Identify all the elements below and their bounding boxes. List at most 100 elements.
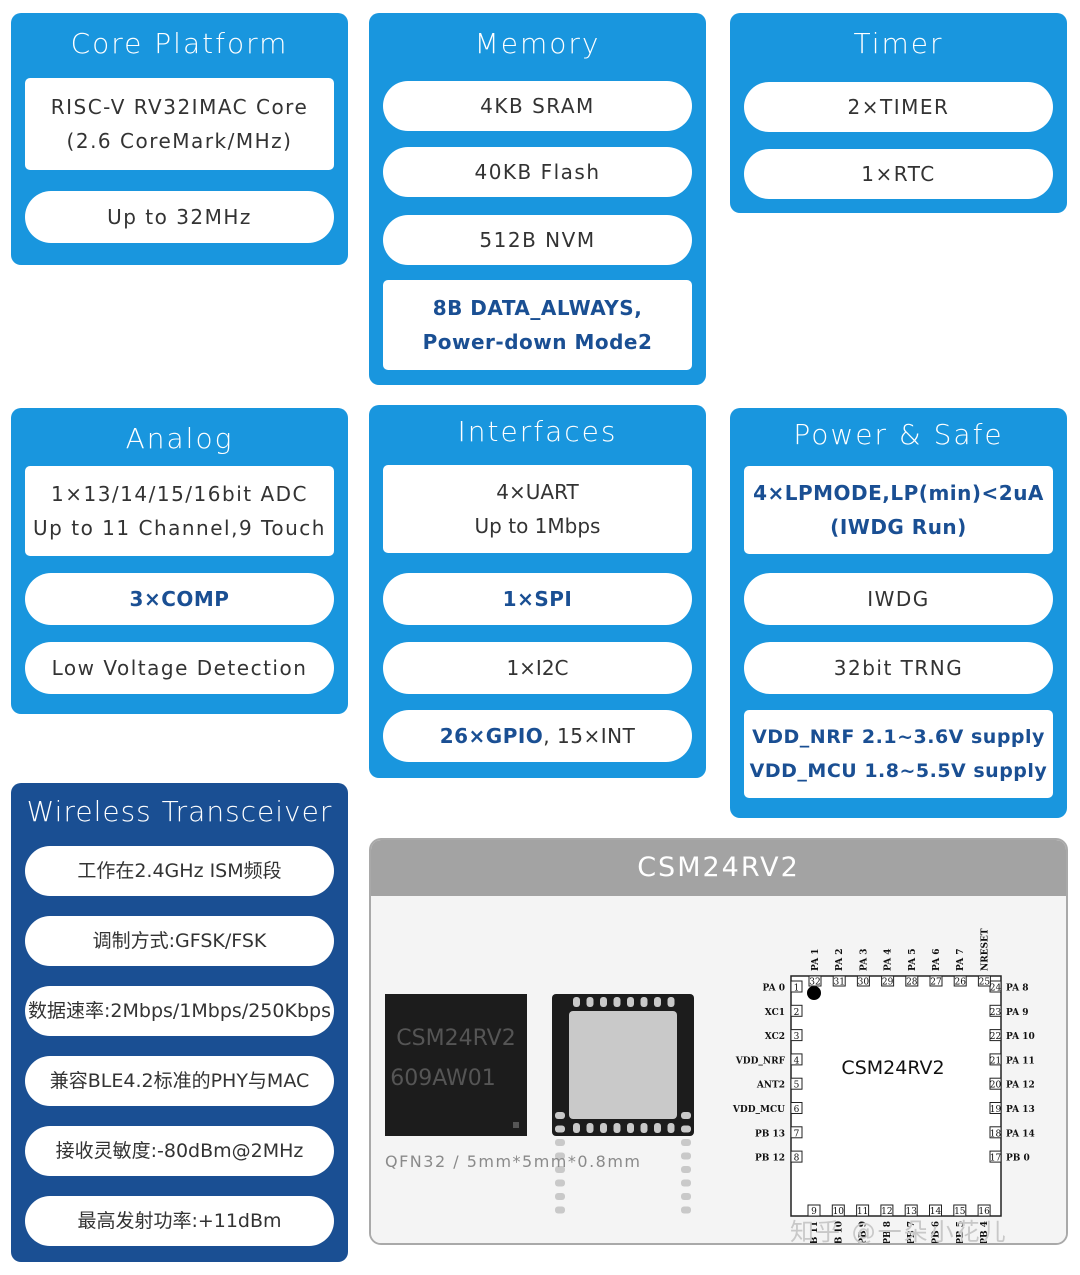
pin-number: 25 — [979, 978, 991, 988]
pin-number: 22 — [990, 1032, 1001, 1042]
chip-card: CSM24RV2 CSM24RV2 609AW01 QFN32 / 5mm*5m… — [369, 838, 1068, 1245]
timer-card: Timer 2×TIMER 1×RTC — [730, 13, 1067, 213]
pin-number: 7 — [794, 1129, 800, 1139]
pinout-diagram: CSM24RV2 1PA 02XC13XC24VDD_NRF5ANT26VDD_… — [732, 928, 1035, 1245]
interfaces-uart-line2: Up to 1Mbps — [474, 514, 601, 538]
pin-name: PB 8 — [883, 1221, 893, 1245]
pad-right — [681, 1152, 691, 1160]
interfaces-title: Interfaces — [457, 415, 618, 448]
pad-left — [555, 1152, 565, 1160]
pin-number: 4 — [794, 1056, 800, 1066]
pin-box-top — [856, 975, 870, 987]
analog-adc-line1: 1×13/14/15/16bit ADC — [51, 482, 308, 506]
chip-illustration: CSM24RV2 609AW01 QFN32 / 5mm*5mm*0.8mm C… — [385, 928, 1035, 1245]
pad-top — [613, 997, 621, 1007]
pin-number: 1 — [794, 984, 800, 994]
interfaces-gpio-bold: 26×GPIO — [439, 724, 544, 748]
pin-number: 27 — [930, 978, 942, 988]
analog-title: Analog — [125, 422, 234, 455]
memory-flash-item: 40KB Flash — [383, 147, 692, 197]
pad-bottom — [600, 1123, 607, 1133]
memory-nvm-item: 512B NVM — [383, 215, 692, 265]
pin-box-bottom — [831, 1204, 845, 1217]
pad-left — [555, 1179, 565, 1187]
pinout-chip-label: CSM24RV2 — [841, 1057, 944, 1079]
chip-top-view — [385, 994, 527, 1136]
pin-number: 31 — [833, 978, 844, 988]
interfaces-card: Interfaces 4×UART Up to 1Mbps 1×SPI 1×I2… — [369, 405, 706, 778]
pin-name: PA 5 — [908, 949, 918, 972]
pin-name: PA 1 — [811, 949, 821, 972]
pin-number: 30 — [858, 978, 870, 988]
pad-left — [555, 1125, 565, 1133]
core-platform-card: Core Platform RISC-V RV32IMAC Core (2.6 … — [11, 13, 348, 265]
pin-number: 15 — [954, 1207, 966, 1217]
power-lpmode-line2: (IWDG Run) — [830, 515, 967, 539]
watermark: 知乎 @一朵小花儿 — [790, 1218, 1008, 1246]
pad-bottom — [586, 1123, 594, 1133]
pin-number: 14 — [930, 1207, 942, 1217]
wireless-card: Wireless Transceiver 工作在2.4GHz ISM频段 调制方… — [11, 783, 348, 1262]
power-trng-item: 32bit TRNG — [744, 642, 1053, 694]
pin-name: ANT2 — [756, 1081, 785, 1091]
pin-box-bottom — [977, 1204, 991, 1217]
interfaces-uart-item: 4×UART Up to 1Mbps — [383, 465, 692, 553]
pin-name: PA 8 — [1006, 984, 1029, 994]
pad-right — [681, 1179, 691, 1187]
pin-number: 20 — [990, 1081, 1002, 1091]
timer-rtc-item: 1×RTC — [744, 149, 1053, 199]
pin-number: 28 — [906, 978, 918, 988]
pad-left — [555, 1166, 565, 1173]
pad-top — [667, 997, 675, 1007]
pin-name: VDD_NRF — [735, 1056, 786, 1066]
pin-box-bottom — [904, 1204, 918, 1217]
pin-name: PA 6 — [932, 949, 942, 972]
pin-name: PA 11 — [1006, 1056, 1035, 1066]
power-supply-line2: VDD_MCU 1.8~5.5V supply — [749, 760, 1048, 782]
pin-box-top — [953, 975, 967, 987]
memory-data-always-line2: Power-down Mode2 — [422, 330, 653, 354]
pin-box-left — [790, 1102, 803, 1114]
pin-box-left — [790, 1004, 803, 1017]
pin-name: PB 5 — [956, 1221, 966, 1245]
pin-box-top — [832, 975, 846, 987]
chip-pin1-marker — [513, 1122, 519, 1128]
pin-number: 8 — [794, 1154, 800, 1164]
pin-name: VDD_MCU — [732, 1105, 785, 1115]
pin-number: 12 — [881, 1207, 892, 1217]
pin-box-left — [790, 1126, 803, 1139]
pin-number: 18 — [990, 1129, 1002, 1139]
pin-name: PA 10 — [1006, 1032, 1035, 1042]
power-iwdg-item: IWDG — [744, 573, 1053, 625]
pad-bottom — [627, 1123, 634, 1133]
power-title: Power & Safe — [793, 418, 1004, 451]
pin-number: 3 — [794, 1032, 800, 1042]
timer-timer-item: 2×TIMER — [744, 82, 1053, 132]
pin-name: PB 13 — [755, 1129, 785, 1139]
memory-sram-item: 4KB SRAM — [383, 81, 692, 131]
pad-left — [555, 1206, 565, 1214]
pin-number: 24 — [990, 984, 1002, 994]
interfaces-i2c-item: 1×I2C — [383, 642, 692, 694]
pin-number: 29 — [882, 978, 894, 988]
pin-number: 16 — [978, 1207, 990, 1217]
pin-name: XC2 — [765, 1032, 785, 1042]
pad-bottom — [613, 1123, 621, 1133]
pin1-indicator-dot — [807, 986, 821, 1000]
pin-name: PB 4 — [980, 1221, 990, 1245]
pin-name: NRESET — [980, 928, 990, 971]
analog-comp-item: 3×COMP — [25, 573, 334, 625]
wireless-item-datarate: 数据速率:2Mbps/1Mbps/250Kbps — [25, 986, 334, 1036]
pin-box-right — [989, 1150, 1002, 1163]
pin-box-left — [790, 1077, 803, 1090]
analog-adc-line2: Up to 11 Channel,9 Touch — [33, 516, 326, 540]
core-cpu-line1: RISC-V RV32IMAC Core — [50, 95, 309, 119]
pin-box-bottom — [807, 1204, 821, 1217]
pad-left — [555, 1193, 565, 1200]
package-caption: QFN32 / 5mm*5mm*0.8mm — [385, 1152, 642, 1171]
interfaces-uart-line1: 4×UART — [496, 480, 579, 504]
pin-number: 23 — [990, 1008, 1002, 1018]
pad-right — [681, 1125, 691, 1133]
pin-number: 32 — [809, 978, 820, 988]
chip-marking-line1: CSM24RV2 — [396, 1026, 515, 1051]
